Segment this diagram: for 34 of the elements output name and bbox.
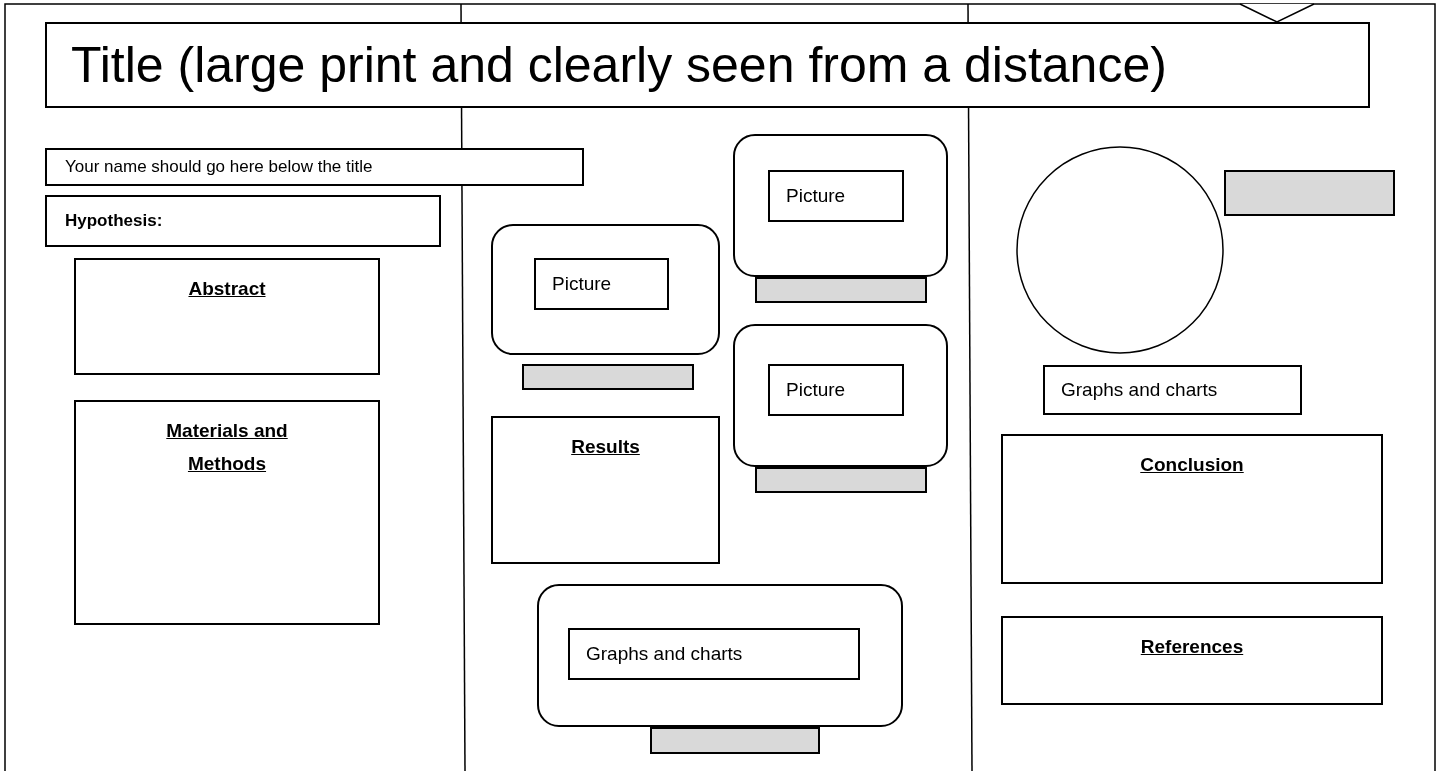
label-box bbox=[568, 628, 860, 680]
section-heading: References bbox=[1140, 635, 1244, 659]
caption-bar bbox=[755, 467, 927, 493]
section-box bbox=[74, 400, 380, 625]
caption-bar bbox=[522, 364, 694, 390]
placeholder-text: Picture bbox=[786, 184, 846, 208]
section-heading: Abstract bbox=[188, 277, 266, 301]
caption-bar bbox=[755, 277, 927, 303]
label-box bbox=[768, 170, 904, 222]
section-box bbox=[74, 258, 380, 375]
placeholder-text: Picture bbox=[552, 272, 612, 296]
placeholder-text: Graphs and charts bbox=[586, 642, 743, 666]
section-box bbox=[491, 416, 720, 564]
poster-title: Title (large print and clearly seen from a distance) bbox=[71, 36, 1167, 95]
placeholder-text: Picture bbox=[786, 378, 846, 402]
picture-frame bbox=[733, 324, 948, 467]
label-box bbox=[768, 364, 904, 416]
caption-bar bbox=[1224, 170, 1395, 216]
section-heading: Conclusion bbox=[1140, 453, 1244, 477]
label-box bbox=[1043, 365, 1302, 415]
section-box bbox=[1001, 616, 1383, 705]
caption-bar bbox=[650, 727, 820, 754]
name-box bbox=[45, 148, 584, 186]
label-box bbox=[534, 258, 669, 310]
placeholder-text: Hypothesis: bbox=[65, 210, 163, 232]
picture-frame bbox=[491, 224, 720, 355]
placeholder-text: Graphs and charts bbox=[1061, 378, 1218, 402]
section-heading: Results bbox=[571, 435, 640, 459]
placeholder-text: Your name should go here below the title bbox=[65, 156, 373, 178]
hypothesis-box bbox=[45, 195, 441, 247]
picture-frame bbox=[537, 584, 903, 727]
section-heading: Materials and Methods bbox=[165, 419, 289, 477]
section-box bbox=[1001, 434, 1383, 584]
picture-frame bbox=[733, 134, 948, 277]
